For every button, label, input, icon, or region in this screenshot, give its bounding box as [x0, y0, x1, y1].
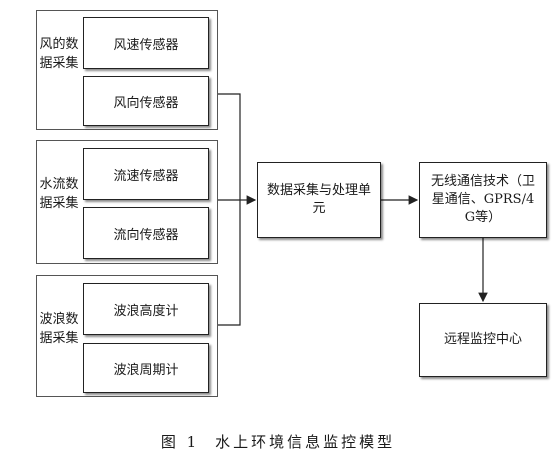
sensor-flow-direction: 流向传感器 [83, 207, 209, 259]
sensor-wave-height-label: 波浪高度计 [113, 303, 179, 319]
sensor-wave-height: 波浪高度计 [83, 283, 209, 335]
remote-monitoring-center-label: 远程监控中心 [443, 332, 522, 347]
processing-unit-label: 数据采集与处理单元 [267, 183, 372, 216]
wireless-communication-label: 无线通信技术（卫星通信、GPRS/4G等） [430, 174, 535, 225]
remote-monitoring-center: 远程监控中心 [419, 303, 547, 377]
sensor-flow-speed: 流速传感器 [83, 148, 209, 200]
sensor-wind-direction-label: 风向传感器 [113, 95, 179, 111]
sensor-flow-direction-label: 流向传感器 [113, 227, 179, 243]
group-label-flow: 水流数据采集 [39, 177, 79, 211]
group-label-wave: 波浪数据采集 [39, 312, 79, 346]
wireless-communication: 无线通信技术（卫星通信、GPRS/4G等） [419, 162, 547, 238]
figure-caption: 图 1 水上环境信息监控模型 [0, 431, 556, 452]
sensor-wind-speed: 风速传感器 [83, 17, 209, 69]
sensor-flow-speed-label: 流速传感器 [113, 168, 179, 184]
group-label-wind: 风的数据采集 [39, 37, 79, 71]
sensor-wind-direction: 风向传感器 [83, 76, 209, 126]
collector-bracket [210, 93, 241, 326]
sensor-wave-period-label: 波浪周期计 [113, 362, 179, 378]
figure-title: 水上环境信息监控模型 [215, 433, 396, 451]
processing-unit: 数据采集与处理单元 [257, 162, 381, 238]
figure-number: 图 1 [160, 433, 200, 451]
sensor-wave-period: 波浪周期计 [83, 343, 209, 393]
sensor-wind-speed-label: 风速传感器 [113, 37, 179, 53]
